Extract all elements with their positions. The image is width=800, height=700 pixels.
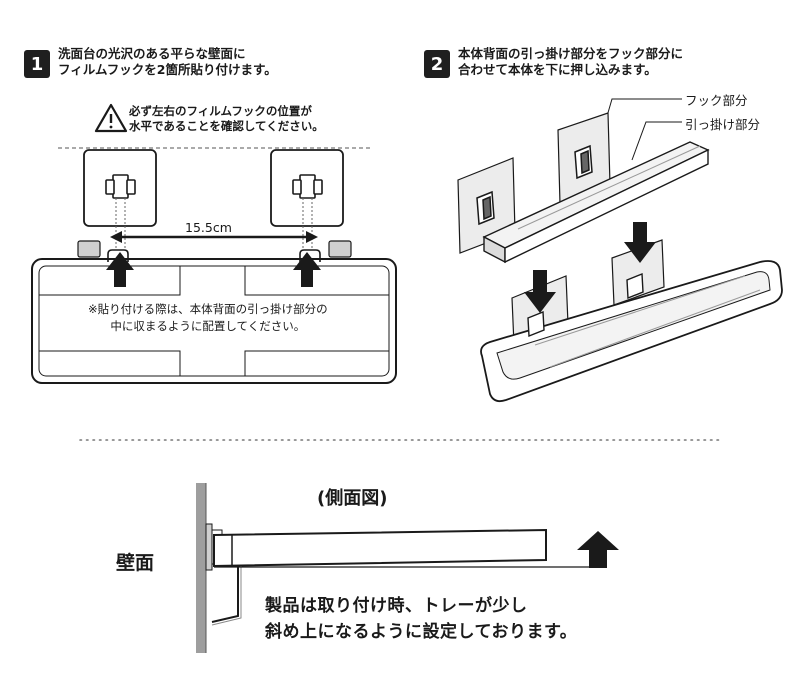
catch-part-label: 引っ掛け部分 <box>685 117 761 132</box>
step-2-instruction: 本体背面の引っ掛け部分をフック部分に 合わせて本体を下に押し込みます。 <box>458 46 684 77</box>
side-view-title: (側面図) <box>317 488 388 509</box>
mounting-angle-note: 製品は取り付け時、トレーが少し 斜め上になるように設定しております。 <box>265 596 578 642</box>
hook-part-label: フック部分 <box>685 93 748 108</box>
step-2-number: 2 <box>424 50 450 78</box>
step-1-number: 1 <box>24 50 50 78</box>
placement-note: ※貼り付ける際は、本体背面の引っ掛け部分の 中に収まるように配置してください。 <box>85 301 331 335</box>
wall-label: 壁面 <box>116 552 155 574</box>
step-1-instruction: 洗面台の光沢のある平らな壁面に フィルムフックを2箇所貼り付けます。 <box>58 46 277 77</box>
warning-text: 必ず左右のフィルムフックの位置が 水平であることを確認してください。 <box>129 104 324 133</box>
distance-label: 15.5cm <box>185 220 232 235</box>
